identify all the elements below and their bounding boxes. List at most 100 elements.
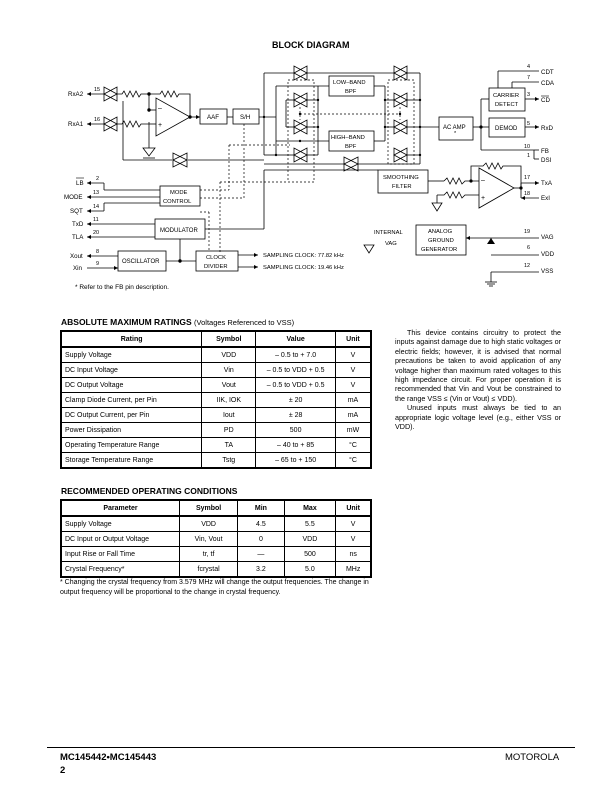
low-band-label-2: BPF xyxy=(345,89,357,95)
abs-max-subtitle: (Voltages Referenced to VSS) xyxy=(194,318,295,327)
pin-num-2: 2 xyxy=(96,176,99,182)
rec-op-header: Min xyxy=(237,499,285,517)
rec-op-footnote: * Changing the crystal frequency from 3.… xyxy=(60,579,369,596)
pin-num-16: 16 xyxy=(94,117,100,123)
abs-max-cell: – 40 to + 85 xyxy=(255,437,336,453)
rec-op-cell: Crystal Frequency* xyxy=(60,561,180,578)
high-band-label-1: HIGH–BAND xyxy=(331,135,365,141)
ac-amp-block xyxy=(438,116,474,141)
pin-num-18: 18 xyxy=(524,191,530,197)
abs-max-cell: TA xyxy=(201,437,257,453)
pin-label-sqt: SQT xyxy=(70,208,83,215)
abs-max-cell: IIK, IOK xyxy=(201,392,257,408)
pin-label-rxa2: RxA2 xyxy=(68,91,84,98)
high-band-label-2: BPF xyxy=(345,144,357,150)
aaf-label: AAF xyxy=(207,114,219,121)
pin-num-6: 6 xyxy=(527,245,530,251)
pin-label-vag: VAG xyxy=(541,234,554,241)
aaf-block xyxy=(199,108,228,125)
pin-label-cd: CD xyxy=(541,97,550,104)
abs-max-cell: mA xyxy=(334,392,372,408)
abs-max-cell: – 0.5 to + 7.0 xyxy=(255,346,336,363)
analog-label-3: GENERATOR xyxy=(421,247,457,253)
abs-max-cell: Power Dissipation xyxy=(60,422,203,438)
rec-op-cell: ns xyxy=(335,546,372,562)
pin-num-10: 10 xyxy=(524,144,530,150)
pin-label-fb: FB xyxy=(541,148,549,155)
rec-op-cell: 5.0 xyxy=(283,561,337,578)
diagram-footnote: * Refer to the FB pin description. xyxy=(75,284,169,291)
pin-label-dsi: DSI xyxy=(541,157,552,164)
pin-num-11: 11 xyxy=(93,217,99,223)
modulator-label: MODULATOR xyxy=(160,228,198,234)
rec-op-cell: Supply Voltage xyxy=(60,515,180,532)
rec-op-title: RECOMMENDED OPERATING CONDITIONS xyxy=(61,486,238,496)
page-title: BLOCK DIAGRAM xyxy=(272,40,350,50)
pin-num-5: 5 xyxy=(527,121,530,127)
abs-max-header: Symbol xyxy=(201,330,257,348)
abs-max-cell: Operating Temperature Range xyxy=(60,437,203,453)
abs-max-title: ABSOLUTE MAXIMUM RATINGS (Voltages Refer… xyxy=(61,317,294,327)
footer-brand: MOTOROLA xyxy=(505,752,560,763)
rec-op-cell: MHz xyxy=(335,561,372,578)
clock-label-2: DIVIDER xyxy=(204,264,228,270)
abs-max-cell: mW xyxy=(334,422,372,438)
abs-max-cell: Tstg xyxy=(201,452,257,469)
clock-divider-block xyxy=(195,250,239,272)
demod-block xyxy=(488,117,526,138)
pin-num-7: 7 xyxy=(527,75,530,81)
abs-max-cell: V xyxy=(334,377,372,393)
rec-op-cell: Input Rise or Fall Time xyxy=(60,546,180,562)
carrier-label-1: CARRIER xyxy=(493,93,519,99)
input-op-amp xyxy=(155,97,191,137)
rec-op-cell: VDD xyxy=(283,531,337,547)
rec-op-cell: 0 xyxy=(237,531,285,547)
smoothing-label-1: SMOOTHING xyxy=(383,175,419,181)
footer-part-number: MC145442•MC145443 xyxy=(60,752,157,763)
svg-text:+: + xyxy=(481,195,485,202)
pin-label-txd: TxD xyxy=(72,221,84,228)
smoothing-label-2: FILTER xyxy=(392,184,412,190)
pin-num-15: 15 xyxy=(94,87,100,93)
abs-max-cell: °C xyxy=(334,452,372,469)
pin-num-4: 4 xyxy=(527,64,530,70)
abs-max-cell: ± 28 xyxy=(255,407,336,423)
rec-op-cell: fcrystal xyxy=(178,561,239,578)
pin-num-13: 13 xyxy=(93,190,99,196)
pin-num-20: 20 xyxy=(93,230,99,236)
pin-label-cda: CDA xyxy=(541,80,555,87)
rec-op-header: Max xyxy=(283,499,337,517)
pin-num-12: 12 xyxy=(524,263,530,269)
abs-max-header: Value xyxy=(255,330,336,348)
pin-label-xin: Xin xyxy=(73,265,83,272)
carrier-detect-block xyxy=(488,87,526,112)
abs-max-cell: DC Output Current, per Pin xyxy=(60,407,203,423)
pin-label-mode: MODE xyxy=(64,194,83,201)
pin-num-14: 14 xyxy=(93,204,99,210)
rec-op-header: Parameter xyxy=(60,499,180,517)
rec-op-cell: V xyxy=(335,515,372,532)
pin-label-txa: TxA xyxy=(541,180,553,187)
pin-label-cdt: CDT xyxy=(541,69,554,76)
footer-rule xyxy=(47,747,575,748)
handling-para-2: Unused inputs must always be tied to an … xyxy=(395,403,561,432)
rec-op-cell: V xyxy=(335,531,372,547)
input-switch-rxa1 xyxy=(103,116,118,132)
abs-max-cell: – 65 to + 150 xyxy=(255,452,336,469)
abs-max-cell: VDD xyxy=(201,346,257,363)
pin-label-vdd: VDD xyxy=(541,251,555,258)
abs-max-cell: V xyxy=(334,362,372,378)
pin-num-8: 8 xyxy=(96,249,99,255)
abs-max-cell: DC Output Voltage xyxy=(60,377,203,393)
abs-max-cell: Storage Temperature Range xyxy=(60,452,203,469)
abs-max-cell: mA xyxy=(334,407,372,423)
pin-label-rxd: RxD xyxy=(541,125,554,132)
clock-label-1: CLOCK xyxy=(206,255,226,261)
abs-max-cell: V xyxy=(334,346,372,363)
